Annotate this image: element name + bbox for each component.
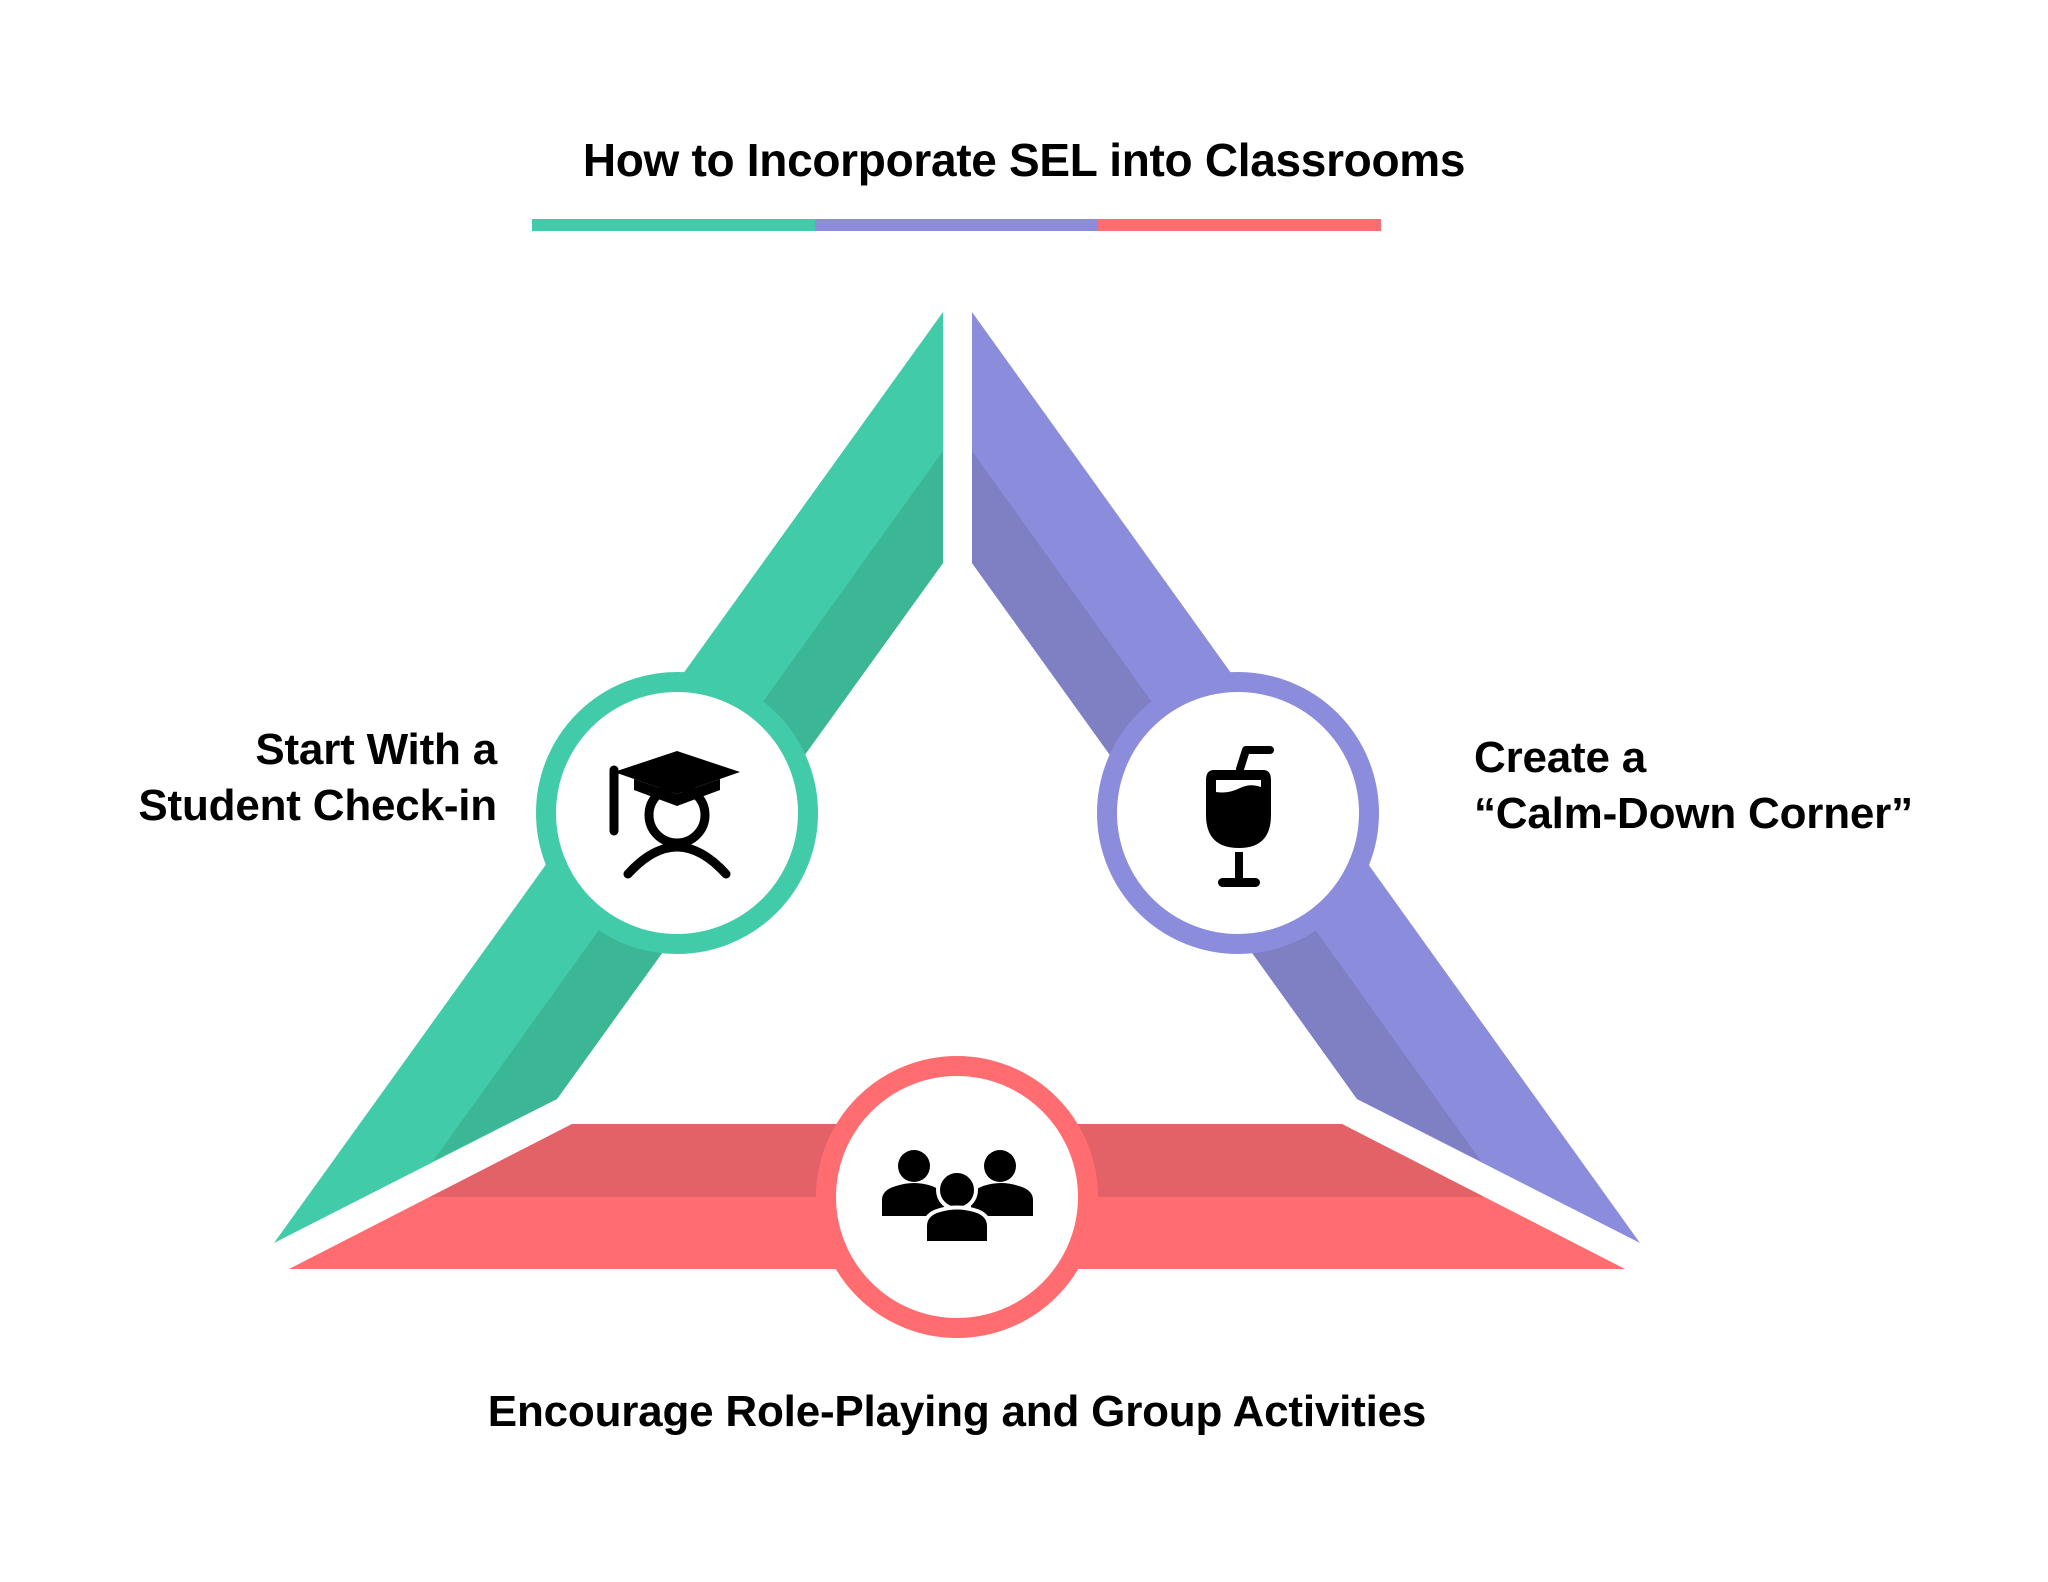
step-label-line: Start With a [255,725,497,774]
page-title: How to Incorporate SEL into Classrooms [582,134,1466,186]
role-playing-badge [816,1056,1098,1338]
title-bar-segment-purple [815,219,1098,231]
drink-glass-with-straw-icon [1206,746,1274,887]
group-people-icon [882,1150,1033,1245]
step-label-role-playing: Encourage Role-Playing and Group Activit… [0,1384,1914,1440]
calm-down-corner-badge [1097,672,1379,954]
step-label-line: “Calm-Down Corner” [1474,789,1913,838]
step-label-line: Student Check-in [138,781,497,830]
student-checkin-badge [536,672,818,954]
step-label-student-checkin: Start With a Student Check-in [138,722,497,834]
graduate-student-icon [609,751,740,879]
title-bar-segment-green [532,219,815,231]
step-label-line: Create a [1474,733,1647,782]
step-label-line: Encourage Role-Playing and Group Activit… [487,1387,1427,1436]
step-label-calm-down-corner: Create a “Calm-Down Corner” [1474,730,1913,842]
title-bar-segment-red [1098,219,1381,231]
title-underline-bar [532,219,1381,231]
